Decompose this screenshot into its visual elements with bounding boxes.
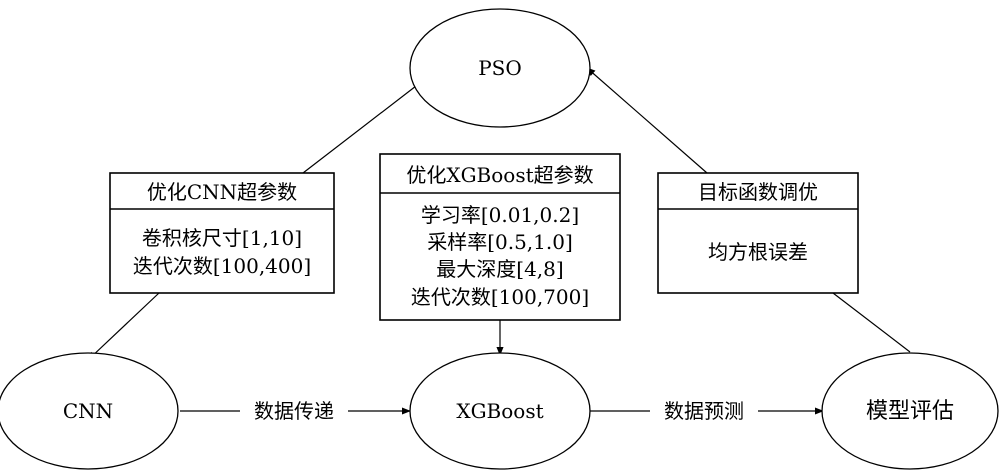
node-xgboost-label: XGBoost	[456, 399, 543, 423]
box-xgb-params-line: 采样率[0.5,1.0]	[427, 230, 573, 254]
line-evaluation-to-objective-box	[832, 292, 911, 353]
box-objective-line: 均方根误差	[708, 240, 808, 264]
box-cnn-params-title: 优化CNN超参数	[147, 180, 297, 204]
node-cnn: CNN	[0, 352, 179, 470]
edge-label-bg	[240, 398, 348, 424]
box-objective-title: 目标函数调优	[698, 180, 818, 204]
line-pso-to-cnn-box	[302, 85, 417, 174]
box-xgb-params-line: 迭代次数[100,700]	[411, 285, 589, 309]
node-pso-label: PSO	[478, 56, 522, 80]
line-objective-box-to-pso	[586, 67, 708, 174]
edge-label-cnn-to-xgboost: 数据传递	[254, 399, 334, 423]
box-xgb-params: 优化XGBoost超参数 学习率[0.01,0.2] 采样率[0.5,1.0] …	[379, 153, 621, 321]
box-cnn-params-line: 卷积核尺寸[1,10]	[142, 226, 302, 250]
box-cnn-params: 优化CNN超参数 卷积核尺寸[1,10] 迭代次数[100,400]	[109, 172, 335, 294]
edge-label-xgboost-to-evaluation: 数据预测	[664, 399, 744, 423]
node-pso: PSO	[409, 8, 591, 128]
node-cnn-label: CNN	[63, 399, 113, 423]
box-xgb-params-title: 优化XGBoost超参数	[406, 163, 593, 187]
box-objective: 目标函数调优 均方根误差	[657, 172, 859, 294]
node-evaluation: 模型评估	[821, 352, 999, 470]
edge-label-bg	[650, 398, 758, 424]
box-xgb-params-line: 最大深度[4,8]	[436, 257, 563, 281]
box-xgb-params-line: 学习率[0.01,0.2]	[421, 203, 579, 227]
box-cnn-params-line: 迭代次数[100,400]	[133, 254, 311, 278]
line-cnn-box-to-cnn	[87, 292, 160, 361]
node-evaluation-label: 模型评估	[866, 399, 954, 424]
node-xgboost: XGBoost	[409, 352, 591, 470]
